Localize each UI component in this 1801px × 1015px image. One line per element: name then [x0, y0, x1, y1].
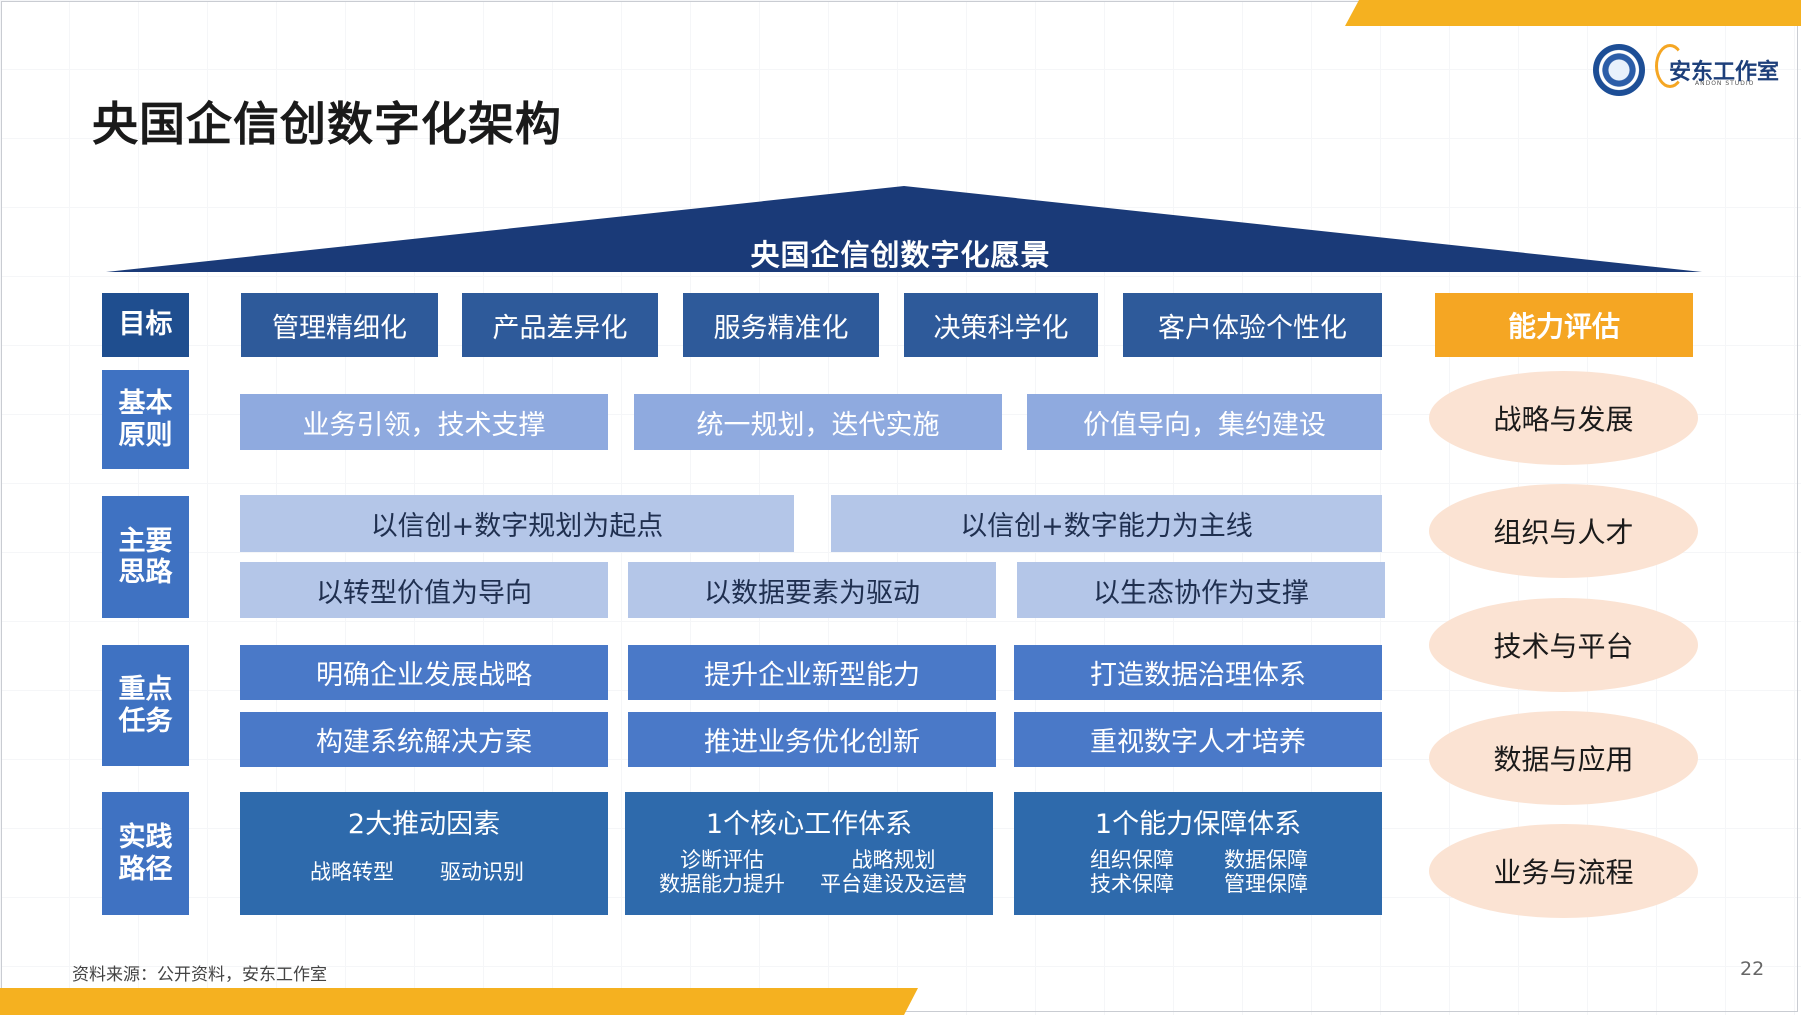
path-block-right: 战略规划 平台建设及运营	[820, 848, 967, 897]
page-title: 央国企信创数字化架构	[92, 97, 562, 151]
path-block-title: 1个能力保障体系	[1094, 809, 1302, 840]
path-block-right: 数据保障 管理保障	[1224, 848, 1308, 897]
row-label-ideas-text: 主要思路	[118, 525, 173, 588]
idea-item: 以转型价值为导向	[240, 562, 608, 618]
capability-item: 数据与应用	[1429, 711, 1698, 805]
capability-item: 组织与人才	[1429, 484, 1698, 578]
goal-item: 服务精准化	[683, 293, 879, 357]
logo-ring-icon	[1655, 44, 1685, 88]
capability-item: 业务与流程	[1429, 824, 1698, 918]
capability-head: 能力评估	[1435, 293, 1693, 357]
path-block-left: 组织保障 技术保障	[1090, 848, 1174, 897]
top-accent-bar	[1345, 0, 1801, 26]
brand-logo: 安东工作室 ANDON STUDIO	[1655, 44, 1779, 90]
path-block-right: 驱动识别	[440, 860, 524, 884]
task-item: 明确企业发展战略	[240, 645, 608, 700]
row-label-principles: 基本原则	[102, 370, 189, 469]
vision-label: 央国企信创数字化愿景	[750, 238, 1051, 272]
path-block-left: 战略转型	[310, 860, 394, 884]
row-label-ideas: 主要思路	[102, 496, 189, 618]
row-label-tasks: 重点任务	[102, 645, 189, 766]
row-label-goals: 目标	[102, 293, 189, 357]
path-block-left: 诊断评估 数据能力提升	[659, 848, 785, 897]
principle-item: 价值导向，集约建设	[1027, 394, 1382, 450]
idea-item: 以信创+数字规划为起点	[240, 495, 794, 552]
task-item: 提升企业新型能力	[628, 645, 996, 700]
principle-item: 业务引领，技术支撑	[240, 394, 608, 450]
page-number: 22	[1740, 958, 1765, 980]
task-item: 推进业务优化创新	[628, 712, 996, 767]
logo-sub-text: ANDON STUDIO	[1695, 80, 1755, 87]
path-block-title: 1个核心工作体系	[705, 809, 913, 840]
row-label-tasks-text: 重点任务	[118, 674, 173, 737]
goal-item: 客户体验个性化	[1123, 293, 1382, 357]
capability-item: 战略与发展	[1429, 371, 1698, 465]
goal-item: 产品差异化	[462, 293, 658, 357]
path-block: 2大推动因素 战略转型 驱动识别	[240, 792, 608, 915]
path-block-title: 2大推动因素	[347, 809, 501, 840]
idea-item: 以信创+数字能力为主线	[831, 495, 1382, 552]
task-item: 打造数据治理体系	[1014, 645, 1382, 700]
path-block: 1个核心工作体系 诊断评估 数据能力提升 战略规划 平台建设及运营	[625, 792, 993, 915]
logo-brand-text: 安东工作室	[1669, 60, 1780, 85]
goal-item: 管理精细化	[241, 293, 438, 357]
idea-item: 以生态协作为支撑	[1017, 562, 1385, 618]
capability-item: 技术与平台	[1429, 598, 1698, 692]
row-label-paths: 实践路径	[102, 792, 189, 915]
vision-roof	[106, 186, 1702, 272]
goal-item: 决策科学化	[904, 293, 1098, 357]
row-label-paths-text: 实践路径	[118, 822, 173, 885]
emblem-logo-icon	[1593, 44, 1645, 96]
principle-item: 统一规划，迭代实施	[634, 394, 1002, 450]
task-item: 构建系统解决方案	[240, 712, 608, 767]
bottom-accent-bar	[0, 988, 918, 1015]
idea-item: 以数据要素为驱动	[628, 562, 996, 618]
task-item: 重视数字人才培养	[1014, 712, 1382, 767]
path-block: 1个能力保障体系 组织保障 技术保障 数据保障 管理保障	[1014, 792, 1382, 915]
source-note: 资料来源：公开资料，安东工作室	[72, 965, 327, 985]
row-label-principles-text: 基本原则	[118, 388, 173, 451]
